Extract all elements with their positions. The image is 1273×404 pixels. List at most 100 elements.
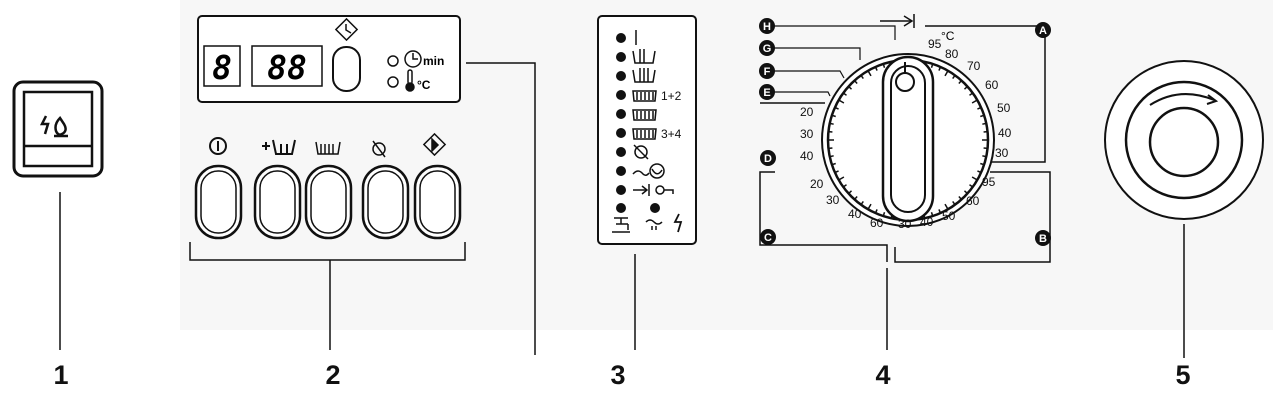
prewash-icon: [262, 139, 296, 155]
dial-tick: [971, 99, 978, 104]
dial-tick: [952, 201, 956, 206]
dial-tick: [982, 155, 987, 158]
rinse-hold-button-inner: [310, 170, 347, 234]
end-arrow-icon: [880, 14, 915, 28]
prewash-tub-icon: [632, 49, 656, 64]
rinse-tub-icon: [632, 128, 657, 140]
no-spin-button-inner: [367, 170, 404, 234]
indicator-lamp: [616, 166, 626, 176]
rinse-hold-icon: [315, 141, 341, 155]
dial-tick: [838, 99, 845, 104]
dial-tick: [977, 106, 982, 110]
temperature-label: 30: [995, 146, 1009, 160]
leader-E: [770, 91, 831, 97]
indicator-row: [616, 163, 665, 179]
indicator-lamp: [616, 71, 626, 81]
dial-tick: [952, 74, 956, 79]
indicator-lamp: [616, 109, 626, 119]
dial-tick: [938, 66, 942, 71]
temperature-label: 60: [870, 216, 884, 230]
temperature-label: 30: [800, 127, 814, 141]
letter-badge-text: C: [764, 232, 772, 244]
indicator-row: [616, 49, 656, 64]
letter-badge-text: G: [763, 43, 772, 55]
indicator-lamp: [616, 185, 626, 195]
dial-tick: [944, 70, 949, 77]
indicator-row: 3+4: [616, 127, 682, 141]
temperature-label: 60: [985, 78, 999, 92]
dial-knob[interactable]: [881, 55, 935, 223]
indicator-lamp-temp: [387, 76, 399, 88]
start-button[interactable]: [413, 164, 462, 240]
indicator-min-label: min: [423, 54, 444, 68]
door-knob[interactable]: [1104, 60, 1264, 220]
on-off-button-inner: [200, 170, 237, 234]
display-panel: 8 88 min °C: [197, 15, 461, 103]
dial-tick: [834, 170, 839, 174]
frame-A: [925, 25, 1046, 163]
temperature-label: 20: [800, 105, 814, 119]
dial-tick: [853, 80, 858, 85]
dial-temp-unit: °C: [941, 29, 955, 43]
dial-tick: [853, 195, 858, 200]
callout-line-display: [466, 62, 536, 355]
indicator-lamp-drain: [650, 203, 660, 213]
letter-badge-a: A: [1035, 22, 1051, 38]
temperature-label: 20: [810, 177, 824, 191]
spin-drum-icon: [632, 163, 665, 179]
dial-tick: [874, 209, 878, 214]
temperature-label: 95: [982, 175, 996, 189]
dial-tick: [829, 155, 834, 158]
thermometer-icon: [405, 69, 415, 92]
temperature-label: 80: [945, 47, 959, 61]
frame-B: [894, 171, 1051, 263]
dial-tick: [848, 190, 853, 195]
indicator-lamp-tap: [616, 203, 626, 213]
indicator-lamp: [616, 90, 626, 100]
indicator-lamp: [616, 147, 626, 157]
callout-number-2: 2: [325, 360, 341, 390]
dial-tick: [860, 201, 864, 206]
on-off-icon: [209, 137, 227, 155]
dial-tick: [963, 190, 968, 195]
temperature-label: 40: [800, 149, 814, 163]
leader-G: [770, 47, 861, 60]
dial-tick: [980, 162, 985, 166]
rinse-tub-icon: [632, 90, 657, 102]
letter-badge-f: F: [759, 63, 775, 79]
letter-badge-text: B: [1039, 233, 1047, 245]
dial-tick: [867, 203, 872, 210]
main-switch[interactable]: [12, 80, 104, 178]
start-button-inner: [419, 170, 456, 234]
display-digits: 88: [267, 48, 307, 87]
indicator-row: [616, 144, 649, 160]
drain-pump-icon: [645, 219, 663, 230]
clock-icon: [404, 50, 422, 68]
indicator-lamp: [616, 33, 626, 43]
dial-tick: [874, 66, 878, 71]
no-spin-icon: [372, 140, 386, 158]
dial-tick: [944, 203, 949, 210]
prewash-button[interactable]: [253, 164, 302, 240]
dial-tick: [882, 212, 886, 217]
power-flame-icon: [39, 115, 68, 138]
dial-tick: [842, 92, 847, 96]
on-off-button[interactable]: [194, 164, 243, 240]
rinse-hold-button[interactable]: [304, 164, 353, 240]
indicator-row: [616, 30, 637, 45]
indicator-bottom-row: [612, 203, 683, 233]
indicator-row: 1+2: [616, 89, 682, 103]
delay-start-button[interactable]: [332, 46, 361, 92]
dial-tick: [838, 176, 845, 181]
temperature-label: 40: [848, 207, 862, 221]
letter-badge-text: E: [763, 87, 770, 99]
letter-badge-text: A: [1039, 25, 1047, 37]
dial-tick: [971, 176, 978, 181]
no-spin-button[interactable]: [361, 164, 410, 240]
temperature-label: 50: [942, 209, 956, 223]
rinse-label: 3+4: [661, 127, 682, 141]
dial-tick: [860, 74, 864, 79]
dial-tick: [980, 114, 985, 118]
